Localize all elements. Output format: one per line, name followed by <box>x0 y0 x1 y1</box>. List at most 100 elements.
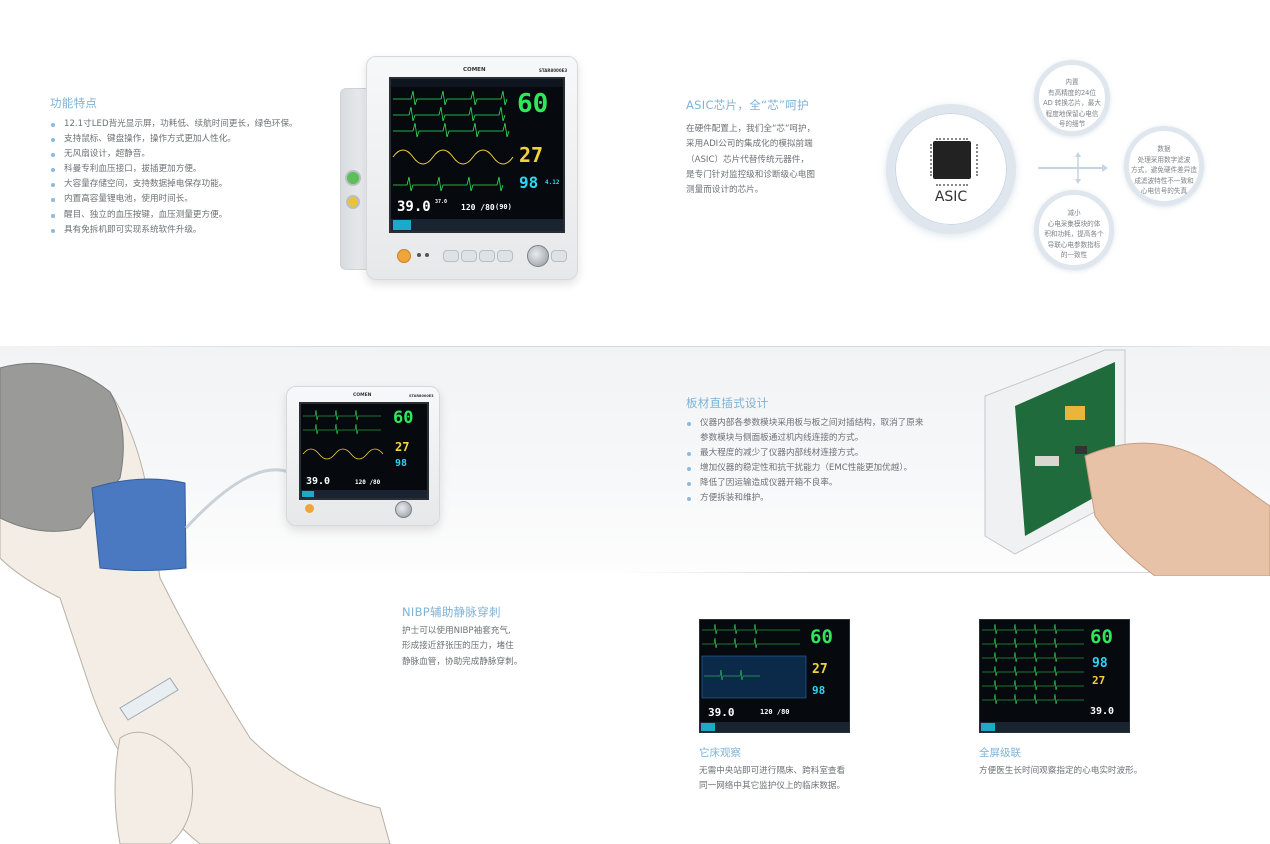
temp-value: 39.0 <box>306 476 331 487</box>
nibp-value: 120 /80 <box>461 203 495 212</box>
monitor-model: STAR8000E3 <box>409 394 434 398</box>
ecg-wave <box>982 623 1084 635</box>
resp-value: 98 <box>812 684 826 697</box>
resp-value: 98 <box>395 458 408 469</box>
divider-line <box>620 572 1270 573</box>
asic-circle-bottom: 减小 心电采集模块的体 积和功耗，提高各个 导联心电参数指标 的一致性 <box>1034 190 1114 270</box>
panel-button[interactable] <box>479 250 495 262</box>
waveforms <box>391 79 563 231</box>
ecg-wave <box>704 669 760 681</box>
asic-title: ASIC芯片，全“芯”呵护 <box>686 98 809 112</box>
ecg-waves <box>303 409 381 435</box>
header-bar <box>391 79 563 87</box>
temp-value: 39.0 <box>1090 706 1115 717</box>
selected-tab <box>302 491 314 497</box>
selected-tab <box>393 220 411 230</box>
bottom-toolbar <box>700 722 849 732</box>
bedside-body: 无需中央站即可进行隔床、跨科室查看 同一网络中其它监护仪上的临床数据。 <box>699 766 846 792</box>
resp-wave <box>392 149 514 165</box>
bottom-toolbar <box>391 219 563 231</box>
list-item: 内置高容量锂电池，使用时间长。 <box>50 192 330 207</box>
hr-value: 60 <box>517 89 549 119</box>
small-value: 4.12 <box>545 179 560 186</box>
asic-chip-icon <box>930 138 978 186</box>
ecg-waves <box>982 623 1084 705</box>
list-item: 科曼专利血压接口，拔插更加方便。 <box>50 162 330 177</box>
list-item: 支持鼠标、键盘操作，操作方式更加人性化。 <box>50 132 330 147</box>
remote-bed-panel <box>701 655 807 699</box>
spo2-value: 27 <box>519 143 544 167</box>
resp-value: 98 <box>1092 656 1108 671</box>
spo2-value: 27 <box>812 662 828 677</box>
panel-button[interactable] <box>461 250 477 262</box>
bottom-toolbar <box>301 490 427 498</box>
power-button[interactable] <box>305 504 314 513</box>
ecg-wave <box>982 679 1084 691</box>
resp-value: 98 <box>519 173 539 192</box>
list-item: 无风扇设计，超静音。 <box>50 147 330 162</box>
nibp-body: 护士可以使用NIBP袖套充气, 形成接近舒张压的压力，堵住 静脉血管，协助完成静… <box>402 626 523 667</box>
list-item: 最大程度的减少了仪器内部线材连接方式。 <box>686 446 926 461</box>
board-list: 仪器内部各参数模块采用板与板之间对插结构，取消了原来参数模块与侧面板通过机内线连… <box>686 416 926 507</box>
temp-sub-value: 37.0 <box>435 199 448 205</box>
nibp-value: 120 /80 <box>760 708 790 716</box>
indicator-light <box>425 253 429 257</box>
pleth-wave <box>393 176 504 192</box>
temp-value: 39.0 <box>397 199 431 215</box>
monitor-model: STAR8000E3 <box>539 68 568 73</box>
list-item: 方便拆装和维护。 <box>686 491 926 506</box>
nibp-title: NIBP辅助静脉穿刺 <box>402 605 501 619</box>
divider-line <box>0 346 1270 347</box>
features-list: 12.1寸LED背光显示屏，功耗低、续航时间更长，绿色环保。 支持鼠标、键盘操作… <box>50 117 330 238</box>
selected-tab <box>981 723 995 731</box>
rotary-knob[interactable] <box>395 501 412 518</box>
ecg-wave <box>393 90 508 106</box>
side-connector <box>345 170 361 186</box>
fullscreen-screen: 60 98 27 39.0 <box>979 619 1130 733</box>
ecg-wave <box>702 623 800 635</box>
panel-button[interactable] <box>443 250 459 262</box>
list-item: 降低了因运输造成仪器开箱不良率。 <box>686 476 926 491</box>
rotary-knob[interactable] <box>527 245 549 267</box>
selected-tab <box>701 723 715 731</box>
monitor-screen: 60 27 98 4.12 39.0 37.0 120 /80 (90) <box>389 77 565 233</box>
ecg-wave <box>982 693 1084 705</box>
board-title: 板材直插式设计 <box>686 396 769 410</box>
fullscreen-title: 全屏级联 <box>979 747 1021 759</box>
asic-arrows <box>1038 152 1108 184</box>
fullscreen-body: 方便医生长时间观察指定的心电实时波形。 <box>979 766 1143 776</box>
indicator-light <box>417 253 421 257</box>
panel-button[interactable] <box>551 250 567 262</box>
temp-value: 39.0 <box>708 706 735 719</box>
bedside-title: 它床观察 <box>699 747 741 759</box>
list-item: 醒目、独立的血压按键，血压测量更方便。 <box>50 208 330 223</box>
list-item: 12.1寸LED背光显示屏，功耗低、续航时间更长，绿色环保。 <box>50 117 330 132</box>
ecg-wave <box>982 651 1084 663</box>
patient-monitor-nibp: COMEN STAR8000E3 60 27 98 39.0 120 /80 <box>286 386 440 526</box>
spo2-value: 27 <box>395 440 410 454</box>
list-item: 大容量存储空间，支持数据掉电保存功能。 <box>50 177 330 192</box>
ecg-wave <box>393 106 506 122</box>
waveforms <box>301 409 427 498</box>
patient-monitor-main: COMEN STAR8000E3 60 27 98 4.12 39.0 37.0… <box>366 56 578 280</box>
spo2-value: 27 <box>1092 674 1106 687</box>
nibp-value: 120 /80 <box>355 479 381 486</box>
asic-body: 在硬件配置上，我们全“芯”呵护， 采用ADI公司的集成化的模拟前端 （ASIC）… <box>686 124 816 196</box>
side-connector <box>346 195 360 209</box>
ecg-wave <box>303 423 381 435</box>
bottom-toolbar <box>980 722 1129 732</box>
nibp-map-value: (90) <box>495 203 512 211</box>
asic-chip-circle: ASIC <box>886 104 1016 234</box>
ecg-wave <box>393 122 510 138</box>
panel-button[interactable] <box>497 250 513 262</box>
list-item: 具有免拆机即可实现系统软件升级。 <box>50 223 330 238</box>
monitor-screen: 60 27 98 39.0 120 /80 <box>299 402 429 500</box>
ecg-wave <box>982 637 1084 649</box>
waveforms <box>980 623 1129 732</box>
monitor-brand: COMEN <box>353 393 372 398</box>
bedside-screen: 60 27 98 39.0 120 /80 <box>699 619 850 733</box>
power-button[interactable] <box>397 249 411 263</box>
asic-circle-right: 数据 处理采用数字滤波 方式，避免硬件差异造 成滤波特性不一致和 心电信号的失真 <box>1124 126 1204 206</box>
ecg-waves <box>702 623 800 649</box>
circuit-board-photo <box>984 349 1270 576</box>
